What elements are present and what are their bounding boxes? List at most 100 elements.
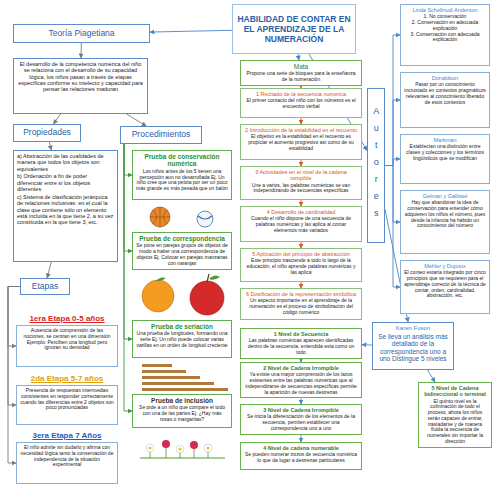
connector-arrow <box>124 144 132 251</box>
node-heading: Propiedades <box>23 128 71 138</box>
connector-arrow <box>150 30 232 32</box>
connector-arrow <box>385 100 400 166</box>
node-text: El quinto nivel es la culminación de tod… <box>422 399 488 445</box>
node-text: El desarrollo de la competencia numérica… <box>17 61 144 93</box>
connector-arrow <box>81 43 82 58</box>
block-box: 6 Dosificación de la representación simb… <box>240 288 362 320</box>
node-text: Se pueden numerar trozos de secuencia nu… <box>244 452 358 464</box>
connector-arrow <box>385 159 400 166</box>
node-heading: Karen Fuson <box>376 325 450 332</box>
block-box: 4 Desarrollo de cardinalidadCuando el ni… <box>240 206 362 242</box>
author-box: Karen FusonSe lleva un análisis más deta… <box>372 322 454 370</box>
level-box: 4 Nivel de cadena numerableSe pueden num… <box>240 442 362 470</box>
test-box: Prueba de seriaciónUna prueba de longitu… <box>132 320 232 358</box>
connector-arrow <box>49 142 51 150</box>
ball-picture <box>197 211 213 227</box>
rose-picture <box>190 441 198 449</box>
connector-arrow <box>47 262 51 278</box>
stick-picture <box>142 364 172 367</box>
node-heading: 3 Nivel de Cadena Irrompible <box>244 407 358 413</box>
node-heading: 3 Actividades en el nivel de la cadena r… <box>244 169 358 182</box>
node-text: b) Ordenación a fin de poder diferenciar… <box>17 173 114 192</box>
authors-band: Autores <box>367 88 385 243</box>
level-box: 3 Nivel de Cadena IrrompibleSe inicia la… <box>240 404 362 435</box>
node-text: Las palabras numéricas aparecen identifi… <box>244 338 358 355</box>
connector-arrow <box>301 435 302 442</box>
node-text: 3. Conservación con adecuada explicación <box>404 32 486 44</box>
author-box: Gelman y GallistelHay que abandonar la i… <box>400 190 490 254</box>
node-heading: HABILIDAD DE CONTAR EN EL APRENDIZAJE DE… <box>236 14 352 45</box>
level-box: 5 Nivel de Cadena bidireccional o termin… <box>418 382 492 448</box>
node-heading: Prueba de seriación <box>136 323 228 330</box>
apple-stem <box>207 274 209 282</box>
author-box: MataPropone una serie de bloques para la… <box>240 60 362 86</box>
title-box: HABILIDAD DE CONTAR EN EL APRENDIZAJE DE… <box>232 4 356 54</box>
node-heading: 4 Desarrollo de cardinalidad <box>244 209 358 215</box>
test-box: Prueba de inclusiónSe pide a un niño que… <box>132 394 232 428</box>
ball-stripe <box>198 216 212 219</box>
node-heading: 2 Introducción de la estabilidad en el r… <box>244 127 358 133</box>
flower-stems <box>150 448 208 458</box>
node-text: Une a varios, las palabras numéricas se … <box>244 183 358 195</box>
connector-arrow <box>124 144 132 175</box>
node-text: Se inicia la diferenciación de los eleme… <box>244 414 358 431</box>
connector-arrow <box>53 114 60 124</box>
node-text: Ya existe una mayor comprensión de los l… <box>244 372 358 395</box>
node-heading: 4 Nivel de cadena numerable <box>244 445 358 451</box>
node-text: Una prueba de longitudes, formando una s… <box>136 331 228 348</box>
ball-seam <box>150 207 170 227</box>
connector-arrow <box>385 166 400 288</box>
connector-arrow <box>8 287 20 464</box>
connector-arrow <box>362 344 372 345</box>
node-heading: Mata <box>244 63 358 70</box>
node-heading: Autores <box>371 106 381 225</box>
node-text: El conteo estaría integrado por cinco pr… <box>404 270 486 299</box>
node-heading: 2da Etapa 5-7 años <box>17 374 117 383</box>
node-heading: Markman <box>404 137 486 143</box>
node-text: Ausencia de comprensión de las nociones,… <box>20 328 114 351</box>
node-heading: Procedimientos <box>132 130 191 140</box>
daisy-picture <box>204 444 212 452</box>
stage-box: 3era Etapa 7 AñosEl niño admite sin duda… <box>16 442 118 484</box>
node-text: Este principio trasciende a todo lo larg… <box>244 258 358 275</box>
section-box: Procedimientos <box>120 126 202 144</box>
test-box: Prueba de correspondenciaSe pone en pare… <box>132 232 232 270</box>
node-heading: 5 Aplicación del principio de abstracció… <box>244 251 358 257</box>
stage-box: 2da Etapa 5-7 añosPresencia de respuesta… <box>16 385 118 425</box>
rose-picture <box>162 440 170 448</box>
stick-picture <box>142 370 186 373</box>
node-text: Establecían una distinción entre clases … <box>404 144 486 161</box>
node-heading: 5 Nivel de Cadena bidireccional o termin… <box>422 385 488 398</box>
level-box: 1 Nivel de SecuenciaLas palabras numéric… <box>240 328 362 359</box>
node-heading: 2 Nivel de Cadena Irrompible <box>244 365 358 371</box>
node-text: c) Sistema de clasificación jerárquica d… <box>17 194 114 226</box>
node-text: Hay que abandonar la idea de conservació… <box>404 200 486 229</box>
level-box: 2 Nivel de Cadena IrrompibleYa existe un… <box>240 362 362 398</box>
node-heading: 1era Etapa 0-5 años <box>17 314 117 323</box>
text-box: El desarrollo de la competencia numérica… <box>13 58 148 114</box>
node-text: Propone una serie de bloques para la ens… <box>244 71 358 83</box>
node-heading: Teoría Piagetiana <box>48 29 114 39</box>
block-box: 3 Actividades en el nivel de la cadena r… <box>240 166 362 200</box>
node-text: Los niños antes de los 5 tienen una perc… <box>136 169 228 192</box>
node-text: El niño admite sin dudarlo y afirma con … <box>20 445 114 468</box>
block-box: 5 Aplicación del principio de abstracció… <box>240 248 362 282</box>
node-heading: Donaldson <box>404 75 486 81</box>
stick-picture <box>142 376 200 379</box>
node-heading: Prueba de inclusión <box>136 397 228 404</box>
daisy-center <box>207 447 210 450</box>
stick-picture <box>142 382 214 385</box>
leaf-picture <box>156 277 166 281</box>
node-heading: 1 Nivel de Secuencia <box>244 331 358 337</box>
section-box: Etapas <box>20 278 70 295</box>
leaf-picture <box>209 275 220 279</box>
author-box: DonaldsonPasar por un conocimiento incru… <box>400 72 490 128</box>
connector-arrow <box>124 144 132 411</box>
author-box: Mehler y DupouxEl conteo estaría integra… <box>400 260 490 314</box>
node-text: 2. Conservación en adecuada explicación <box>404 20 486 32</box>
node-heading: Prueba de conservación numérica <box>136 153 228 168</box>
node-heading: Prueba de correspondencia <box>136 235 228 242</box>
author-box: Linda Schellnudi Anderson1. No conservac… <box>400 4 490 66</box>
connector-arrow <box>385 35 400 166</box>
